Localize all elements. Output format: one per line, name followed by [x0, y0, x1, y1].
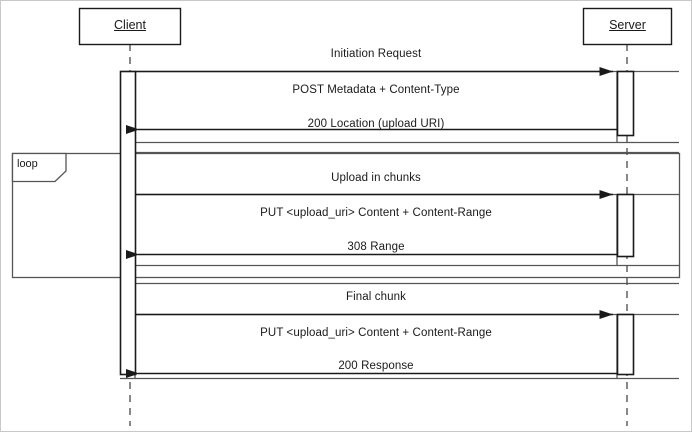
activation-bar-server-initiation	[616, 70, 635, 137]
loop-fragment-tag	[11, 152, 67, 183]
loop-fragment-label: loop	[17, 158, 38, 170]
loop-fragment-box	[11, 152, 681, 279]
participant-box-server[interactable]	[582, 7, 673, 46]
participant-label-server: Server	[609, 18, 646, 32]
message-label-put-final-chunk: PUT <upload_uri> Content + Content-Range	[260, 327, 492, 339]
section-header-initiation: Initiation Request	[330, 48, 422, 60]
participant-label-client: Client	[114, 18, 146, 32]
participant-box-client[interactable]	[78, 7, 182, 46]
message-label-200-location: 200 Location (upload URI)	[307, 118, 445, 130]
activation-bar-client	[119, 70, 137, 376]
message-label-308-range: 308 Range	[347, 241, 405, 253]
activation-bar-server-chunk	[616, 193, 635, 258]
message-label-200-response: 200 Response	[338, 360, 414, 372]
section-header-upload-chunks: Upload in chunks	[331, 172, 421, 184]
message-label-put-chunk: PUT <upload_uri> Content + Content-Range	[260, 207, 492, 219]
activation-bar-server-final	[616, 313, 635, 376]
section-header-final-chunk: Final chunk	[346, 291, 406, 303]
message-label-post-metadata: POST Metadata + Content-Type	[292, 84, 460, 96]
